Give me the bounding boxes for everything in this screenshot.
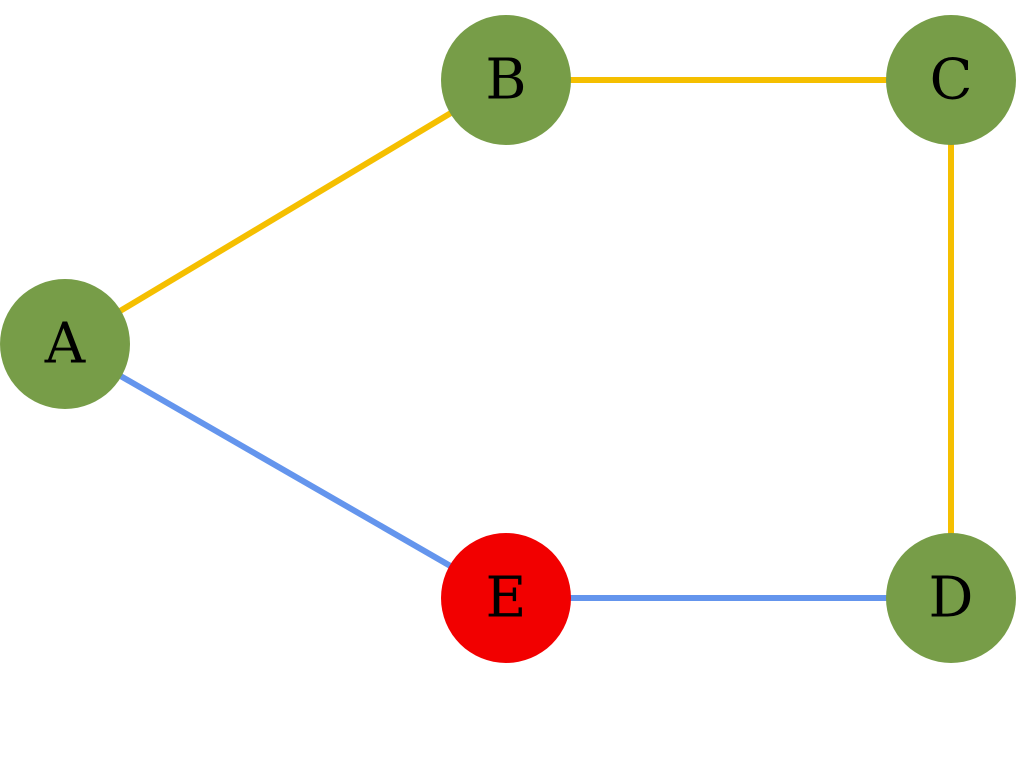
nodes-layer: A B C D E [0, 15, 1016, 663]
node-circle-c [886, 15, 1016, 145]
node-b: B [441, 15, 571, 145]
node-circle-e [441, 533, 571, 663]
node-label-b: B [485, 48, 526, 113]
node-circle-b [441, 15, 571, 145]
node-circle-d [886, 533, 1016, 663]
node-a: A [0, 279, 130, 409]
node-label-d: D [929, 566, 974, 631]
node-c: C [886, 15, 1016, 145]
edge-e-a [63, 341, 508, 601]
edges-layer [63, 77, 954, 601]
node-label-a: A [44, 312, 86, 377]
edge-a-b [63, 77, 508, 347]
node-circle-a [0, 279, 130, 409]
node-d: D [886, 533, 1016, 663]
node-label-c: C [930, 48, 973, 113]
node-e: E [441, 533, 571, 663]
node-label-e: E [486, 566, 527, 631]
